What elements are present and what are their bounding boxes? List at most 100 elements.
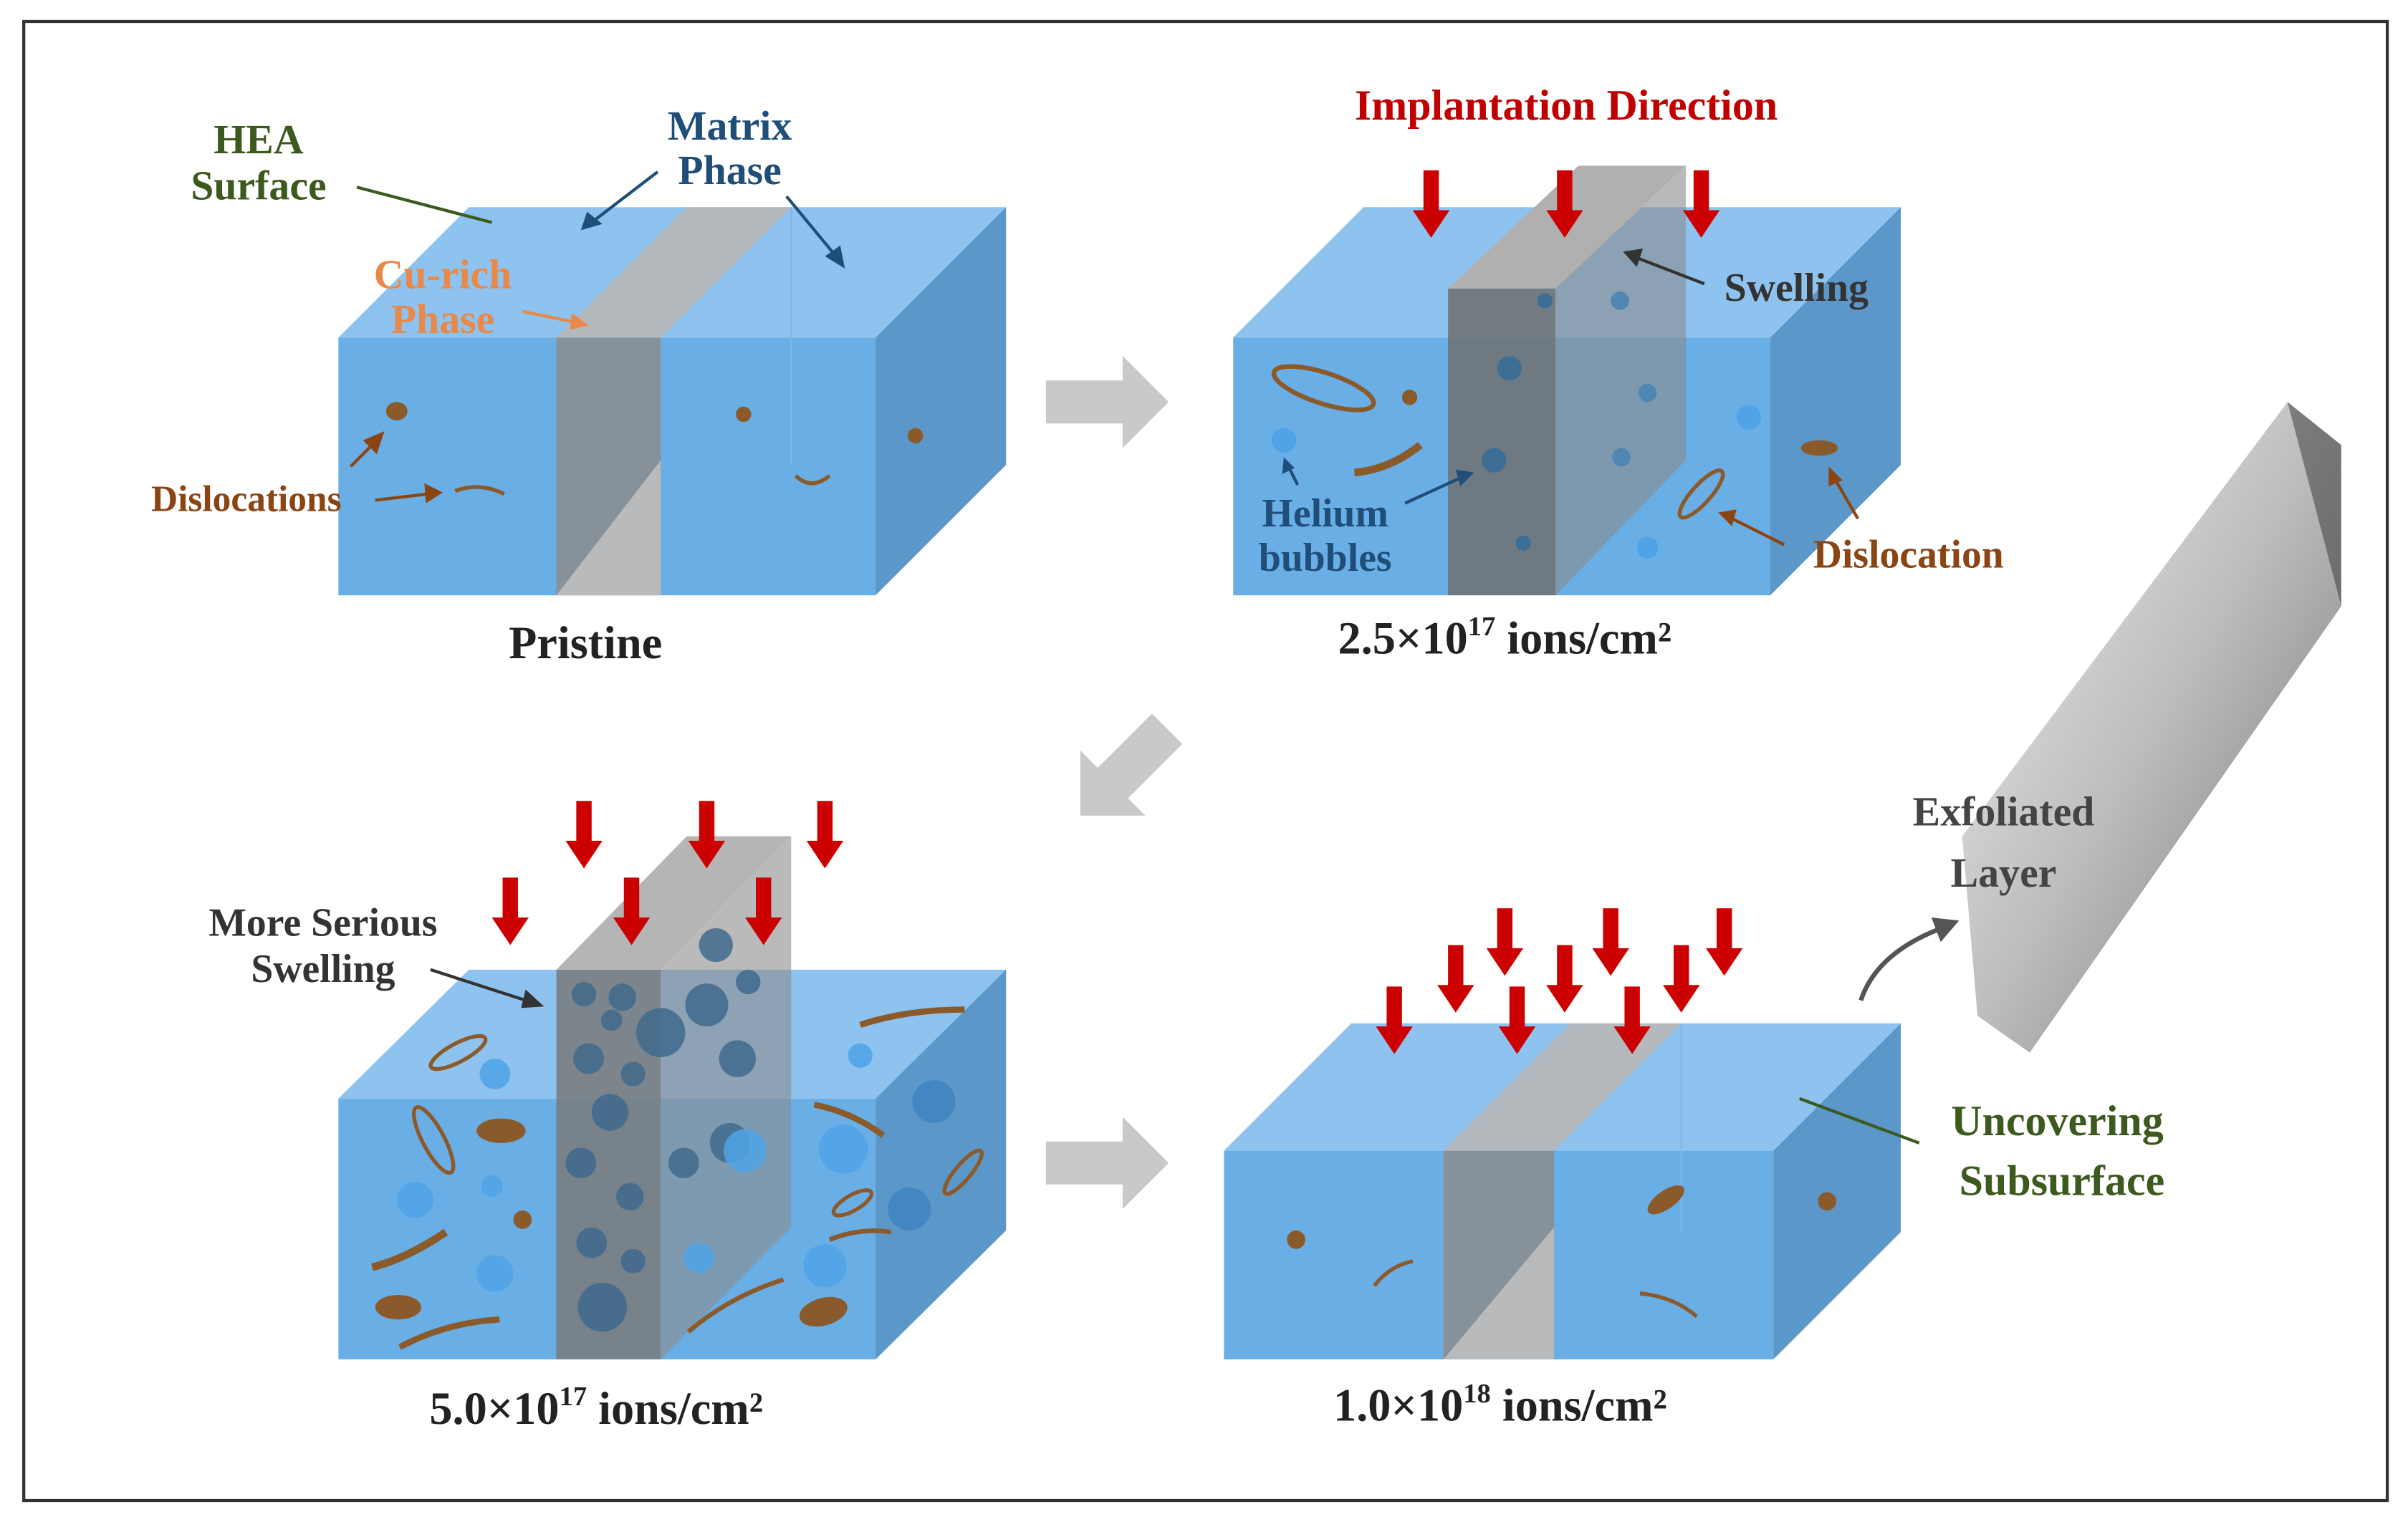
cu-phase-top — [1443, 1023, 1682, 1151]
dislocation-dot — [375, 1294, 422, 1320]
helium-bubble — [1271, 428, 1297, 453]
cu-rich-label-1: Cu-rich — [374, 251, 512, 298]
cu-phase-side — [1555, 165, 1687, 596]
exfoliated-label-2: Layer — [1951, 849, 2057, 896]
helium-bubble — [481, 1175, 503, 1197]
dislocation-line — [794, 473, 831, 486]
more-serious-label-2: Swelling — [251, 947, 395, 991]
helium-bubble — [565, 1147, 597, 1179]
helium-bubble — [848, 1043, 873, 1068]
dislocation-dot — [799, 1296, 848, 1327]
block-side-face — [876, 207, 1007, 596]
helium-bubble — [724, 1129, 767, 1172]
block-side-face — [1770, 207, 1901, 596]
implantation-direction-label: Implantation Direction — [1355, 82, 1778, 129]
dislocation-leader-lower — [375, 492, 428, 502]
dose-caption: 2.5×1017 ions/cm² — [1338, 612, 1672, 664]
dislocation-label: Dislocation — [1813, 533, 2004, 577]
dislocation-loop — [1677, 468, 1725, 520]
block-side-face — [1773, 1023, 1901, 1359]
dislocation-line — [1353, 442, 1423, 477]
cu-phase-inner — [556, 460, 661, 596]
helium-bubble — [1638, 383, 1657, 403]
helium-bubble — [699, 928, 733, 963]
helium-bubble — [577, 1282, 628, 1332]
cu-rich-label-2: Phase — [391, 296, 495, 342]
exfoliation-arrow — [1858, 928, 1939, 1001]
dislocation-line — [398, 1316, 500, 1350]
dislocation-dot — [1287, 1230, 1305, 1249]
hea-surface-leader — [356, 186, 493, 224]
panel-dose-5-0e17: More Serious Swelling 5.0×1017 ions/cm² — [208, 801, 1007, 1434]
hea-surface-label-1: HEA — [214, 116, 304, 163]
dislocation-loop — [428, 1034, 488, 1071]
dislocation-dot — [1800, 440, 1838, 456]
dose-caption: 1.0×1018 ions/cm² — [1333, 1379, 1667, 1431]
dose-caption: 5.0×1017 ions/cm² — [429, 1382, 763, 1434]
helium-label-2: bubbles — [1259, 536, 1392, 580]
helium-bubble — [1497, 355, 1522, 381]
panel-dose-2-5e17: Implantation Direction Swelling Helium b… — [1233, 82, 2004, 664]
pristine-caption: Pristine — [509, 617, 662, 668]
exfoliated-label-1: Exfoliated — [1913, 788, 2095, 834]
dislocation-loop — [831, 1188, 874, 1218]
dislocations-label: Dislocations — [151, 478, 342, 519]
helium-bubble — [573, 1043, 604, 1074]
dislocation-dot — [476, 1118, 526, 1143]
helium-bubble — [683, 1243, 715, 1273]
helium-bubble — [571, 981, 597, 1007]
cu-phase-top — [556, 836, 792, 970]
cu-phase-top — [556, 207, 792, 338]
dislocation-line — [1373, 1259, 1414, 1287]
cu-rich-leader — [522, 309, 575, 324]
panel-pristine: HEA Surface Matrix Phase Cu-rich Phase D… — [151, 102, 1007, 668]
dislocation-loop — [1271, 364, 1376, 413]
dislocation-loop — [942, 1148, 984, 1196]
helium-bubble — [1612, 448, 1631, 467]
dislocation-dot — [908, 428, 924, 444]
helium-bubble — [1537, 293, 1553, 309]
helium-bubble — [1611, 292, 1629, 310]
panel-dose-1-0e18: Exfoliated Layer Uncovering Subsurface 1… — [1224, 402, 2341, 1431]
dislocation-dot — [385, 402, 408, 420]
cu-phase-front — [1448, 288, 1556, 596]
cu-phase-side — [661, 836, 792, 1359]
helium-bubble — [803, 1244, 847, 1288]
helium-bubble — [576, 1227, 608, 1258]
helium-bubble — [888, 1188, 931, 1230]
helium-bubble — [479, 1059, 511, 1089]
helium-bubble — [608, 983, 636, 1011]
dislocation-dot — [513, 1210, 532, 1229]
dislocation-line — [686, 1277, 785, 1334]
helium-bubble — [476, 1255, 514, 1292]
dislocation-dot — [1401, 390, 1418, 405]
helium-bubble — [600, 1009, 623, 1031]
helium-bubble — [396, 1181, 434, 1218]
uncovering-leader — [1798, 1097, 1920, 1145]
block-side-face — [876, 969, 1007, 1359]
matrix-phase-label-1: Matrix — [668, 102, 792, 149]
helium-bubble — [620, 1248, 646, 1273]
dislocation-line — [454, 485, 505, 496]
helium-bubble — [1515, 535, 1531, 552]
helium-bubble — [736, 969, 761, 995]
helium-leader-right — [1404, 477, 1459, 505]
matrix-leader-right — [785, 195, 839, 259]
helium-bubble — [620, 1061, 646, 1087]
dislocation-line — [859, 1006, 965, 1029]
helium-bubble — [591, 1094, 629, 1131]
more-serious-leader — [430, 968, 527, 1002]
helium-bubble — [668, 1147, 699, 1179]
dislocation-line — [828, 1228, 891, 1242]
more-serious-label-1: More Serious — [208, 901, 437, 945]
dislocation-line — [371, 1228, 448, 1271]
dislocation-dot — [1818, 1192, 1837, 1211]
matrix-leader-left — [590, 170, 659, 224]
exfoliated-layer — [1962, 402, 2341, 1053]
dislocation-dot — [736, 406, 752, 423]
helium-bubble — [912, 1080, 956, 1124]
helium-bubble — [635, 1008, 686, 1057]
uncovering-label-1: Uncovering — [1951, 1097, 2163, 1145]
uncovering-label-2: Subsurface — [1960, 1157, 2165, 1205]
